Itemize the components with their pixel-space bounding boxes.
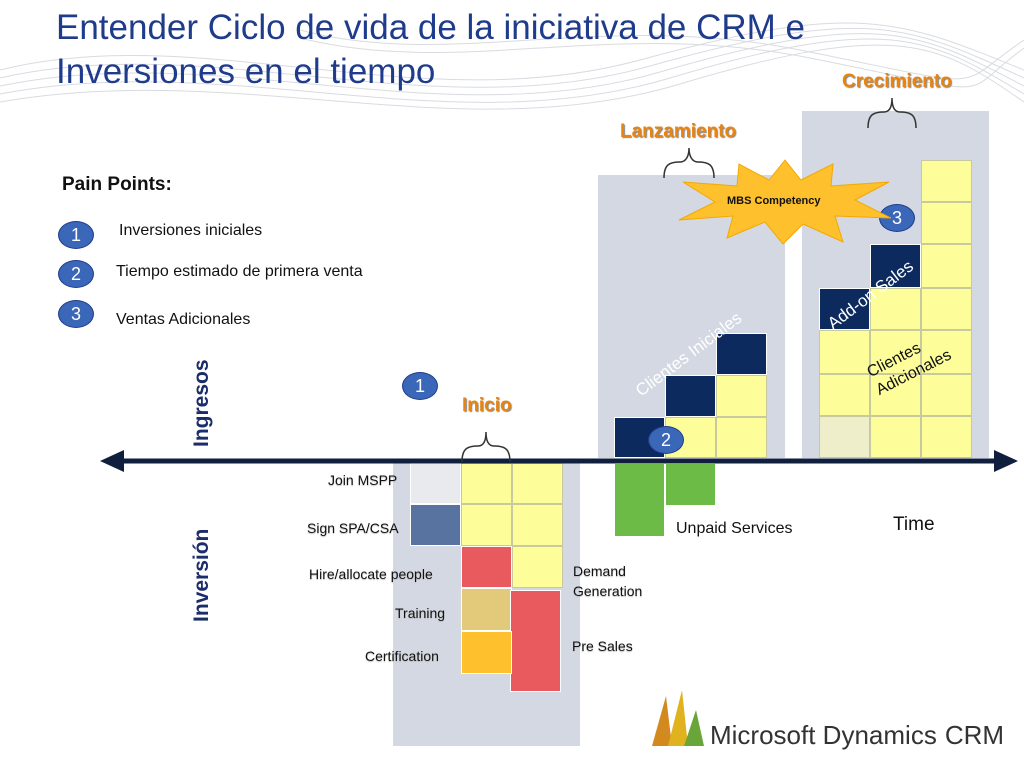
pain-item-label: Inversiones iniciales bbox=[119, 222, 263, 239]
timeline-arrow bbox=[100, 450, 1018, 472]
grid-cell bbox=[921, 202, 972, 244]
grid-cell bbox=[716, 417, 767, 458]
page-title: Entender Ciclo de vida de la iniciativa … bbox=[56, 8, 805, 91]
pain-item-label: Tiempo estimado de primera venta bbox=[116, 263, 363, 280]
grid-cell bbox=[870, 330, 921, 374]
ingresos-axis-label: Ingresos bbox=[190, 359, 213, 447]
brace-crecimiento bbox=[867, 97, 917, 129]
phase-inicio-label: Inicio bbox=[462, 395, 512, 416]
grid-cell bbox=[665, 375, 716, 417]
grid-cell bbox=[870, 374, 921, 416]
grid-cell bbox=[819, 330, 870, 374]
pain-number-badge: 3 bbox=[58, 300, 94, 328]
marker-1-badge: 1 bbox=[402, 372, 438, 400]
grid-cell bbox=[512, 546, 563, 588]
presales-label: Pre Sales bbox=[572, 638, 633, 654]
pain-item-label: Ventas Adicionales bbox=[116, 311, 251, 328]
logo-product: CRM bbox=[944, 720, 1005, 750]
grid-cell bbox=[410, 504, 461, 546]
grid-cell bbox=[921, 160, 972, 202]
time-axis-label: Time bbox=[893, 514, 935, 535]
pain-number-badge: 1 bbox=[58, 221, 94, 249]
grid-cell bbox=[461, 504, 512, 546]
inversion-axis-label: Inversión bbox=[190, 528, 213, 622]
grid-cell bbox=[921, 416, 972, 458]
grid-cell bbox=[461, 631, 512, 674]
unpaid-services-label: Unpaid Services bbox=[676, 520, 793, 537]
pain-number-badge: 2 bbox=[58, 260, 94, 288]
grid-cell bbox=[819, 288, 870, 330]
grid-cell bbox=[716, 375, 767, 417]
grid-cell bbox=[921, 244, 972, 288]
grid-cell bbox=[921, 330, 972, 374]
grid-cell bbox=[410, 463, 461, 504]
grid-cell bbox=[512, 504, 563, 546]
grid-cell bbox=[716, 333, 767, 375]
mbs-competency-label: MBS Competency bbox=[727, 195, 821, 207]
grid-cell bbox=[461, 546, 512, 588]
phase-lanzamiento-label: Lanzamiento bbox=[620, 121, 737, 142]
demand-generation-label: Demand Generation bbox=[573, 563, 643, 599]
investment-row-label: Training bbox=[395, 605, 446, 621]
starburst-shape bbox=[678, 159, 892, 245]
dynamics-logo-icon bbox=[652, 690, 704, 746]
grid-cell bbox=[512, 463, 563, 504]
grid-cell bbox=[461, 588, 512, 631]
grid-cell bbox=[870, 416, 921, 458]
grid-cell bbox=[921, 288, 972, 330]
investment-row-label: Join MSPP bbox=[328, 472, 398, 488]
logo-brand: Microsoft Dynamics bbox=[710, 720, 937, 750]
grid-cell bbox=[819, 374, 870, 416]
investment-row-label: Sign SPA/CSA bbox=[307, 520, 399, 536]
grid-cell bbox=[870, 288, 921, 330]
pain-points-heading: Pain Points: bbox=[62, 174, 172, 195]
decorative-swoosh bbox=[0, 22, 1024, 110]
brace-inicio bbox=[461, 431, 511, 463]
grid-cell bbox=[510, 590, 561, 692]
investment-row-label: Certification bbox=[365, 648, 439, 664]
grid-cell bbox=[921, 374, 972, 416]
grid-cell bbox=[614, 463, 665, 537]
investment-row-label: Hire/allocate people bbox=[309, 566, 433, 582]
phase-crecimiento-label: Crecimiento bbox=[842, 71, 952, 92]
grid-cell bbox=[870, 244, 921, 288]
brace-lanzamiento bbox=[663, 147, 715, 179]
marker-2-badge: 2 bbox=[648, 426, 684, 454]
grid-cell bbox=[819, 416, 870, 458]
grid-cell bbox=[461, 463, 512, 504]
